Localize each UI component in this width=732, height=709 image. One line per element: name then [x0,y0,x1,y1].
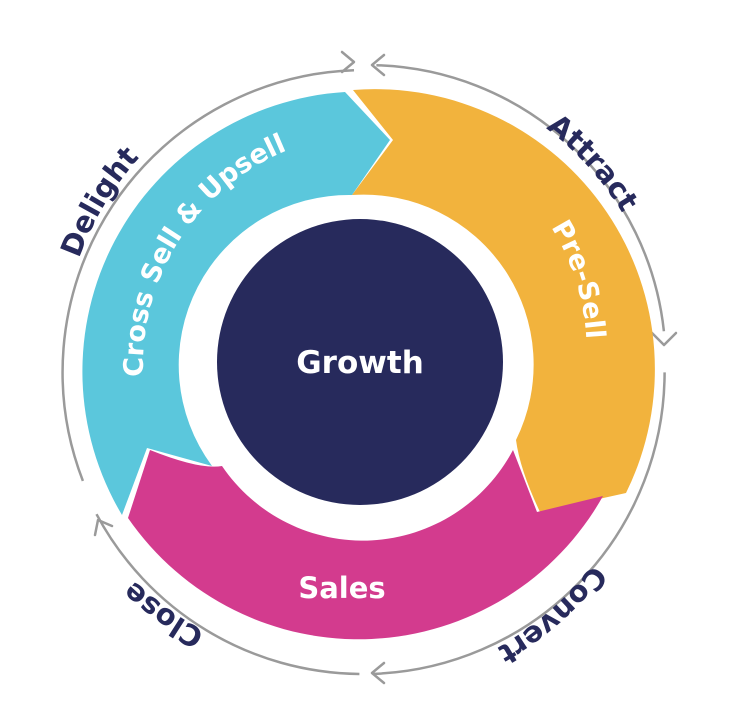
segment-sales [128,450,603,640]
segment-cross-sell-shape [82,92,390,515]
outer-ring-arc-top-right [376,63,666,332]
segment-pre-sell-shape [352,89,655,512]
arrowhead-left [93,518,114,537]
stage-label-close: Close [116,575,209,655]
center-circle [217,219,503,505]
arrowhead-top-left [340,50,356,74]
outer-ring-arc-bottom-left [95,513,360,676]
outer-ring-arc-left [61,68,355,482]
segment-pre-sell [352,89,655,512]
segment-cross-sell [82,92,390,515]
arrowhead-bottom [370,661,386,685]
outer-ring [61,63,666,676]
outer-ring-arrowheads [93,50,678,685]
arrowhead-right [650,331,678,347]
segment-sales-shape [128,450,603,640]
segment-label-sales: Sales [298,571,385,605]
arrowhead-top-right [370,53,386,77]
outer-ring-arc-bottom-right [373,372,666,676]
center-label: Growth [296,345,424,381]
